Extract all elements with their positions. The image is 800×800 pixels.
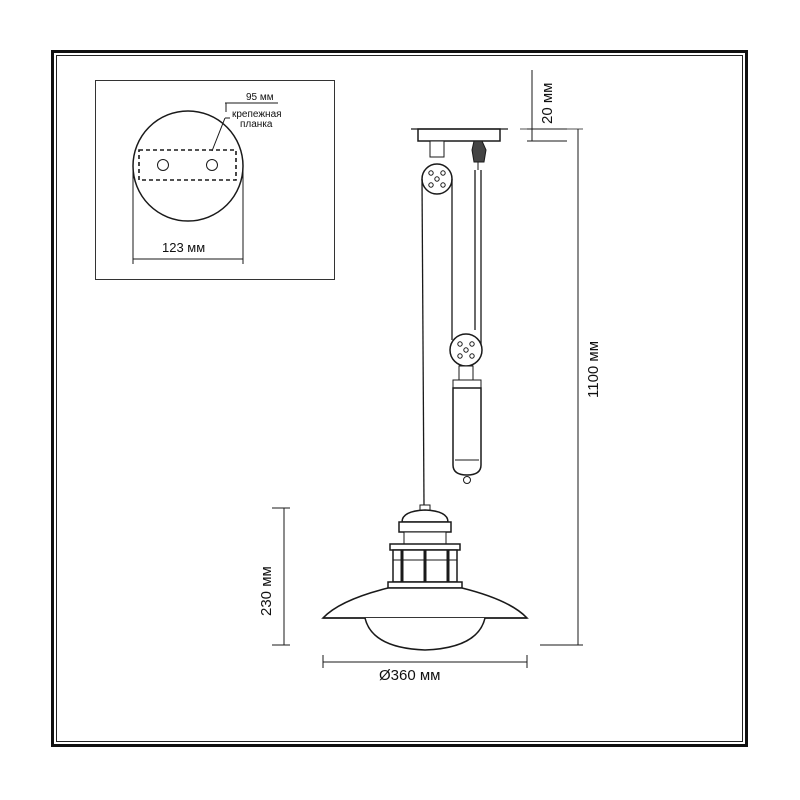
label-shade-diameter: Ø360 мм bbox=[379, 667, 441, 684]
mount-hole-left bbox=[157, 159, 169, 171]
top-pulley bbox=[421, 140, 453, 195]
dimension-1100mm bbox=[520, 128, 583, 646]
mounting-bar bbox=[138, 149, 237, 181]
label-hole-spacing: 95 мм bbox=[246, 92, 274, 103]
dimension-230mm bbox=[272, 507, 290, 646]
canopy-top-view bbox=[132, 102, 278, 264]
label-canopy-diameter: 123 мм bbox=[162, 240, 206, 255]
counterweight bbox=[452, 379, 482, 484]
mount-hole-right bbox=[206, 159, 218, 171]
dimension-360mm bbox=[322, 655, 528, 668]
pulley-cables bbox=[421, 170, 482, 506]
label-mount-plate-line1: крепежная bbox=[232, 109, 282, 120]
drawing-frame-outer bbox=[51, 50, 748, 747]
cord-plug bbox=[471, 140, 487, 170]
label-mount-plate-line2: планка bbox=[240, 119, 273, 130]
mount-detail-inset bbox=[95, 80, 335, 280]
label-total-height: 1100 мм bbox=[585, 340, 602, 398]
label-canopy-height: 20 мм bbox=[539, 82, 556, 124]
lamp-body bbox=[321, 504, 529, 651]
lower-pulley bbox=[449, 333, 483, 381]
drawing-frame-inner bbox=[56, 55, 743, 742]
label-shade-height: 230 мм bbox=[258, 566, 275, 616]
ceiling-canopy bbox=[411, 128, 508, 142]
